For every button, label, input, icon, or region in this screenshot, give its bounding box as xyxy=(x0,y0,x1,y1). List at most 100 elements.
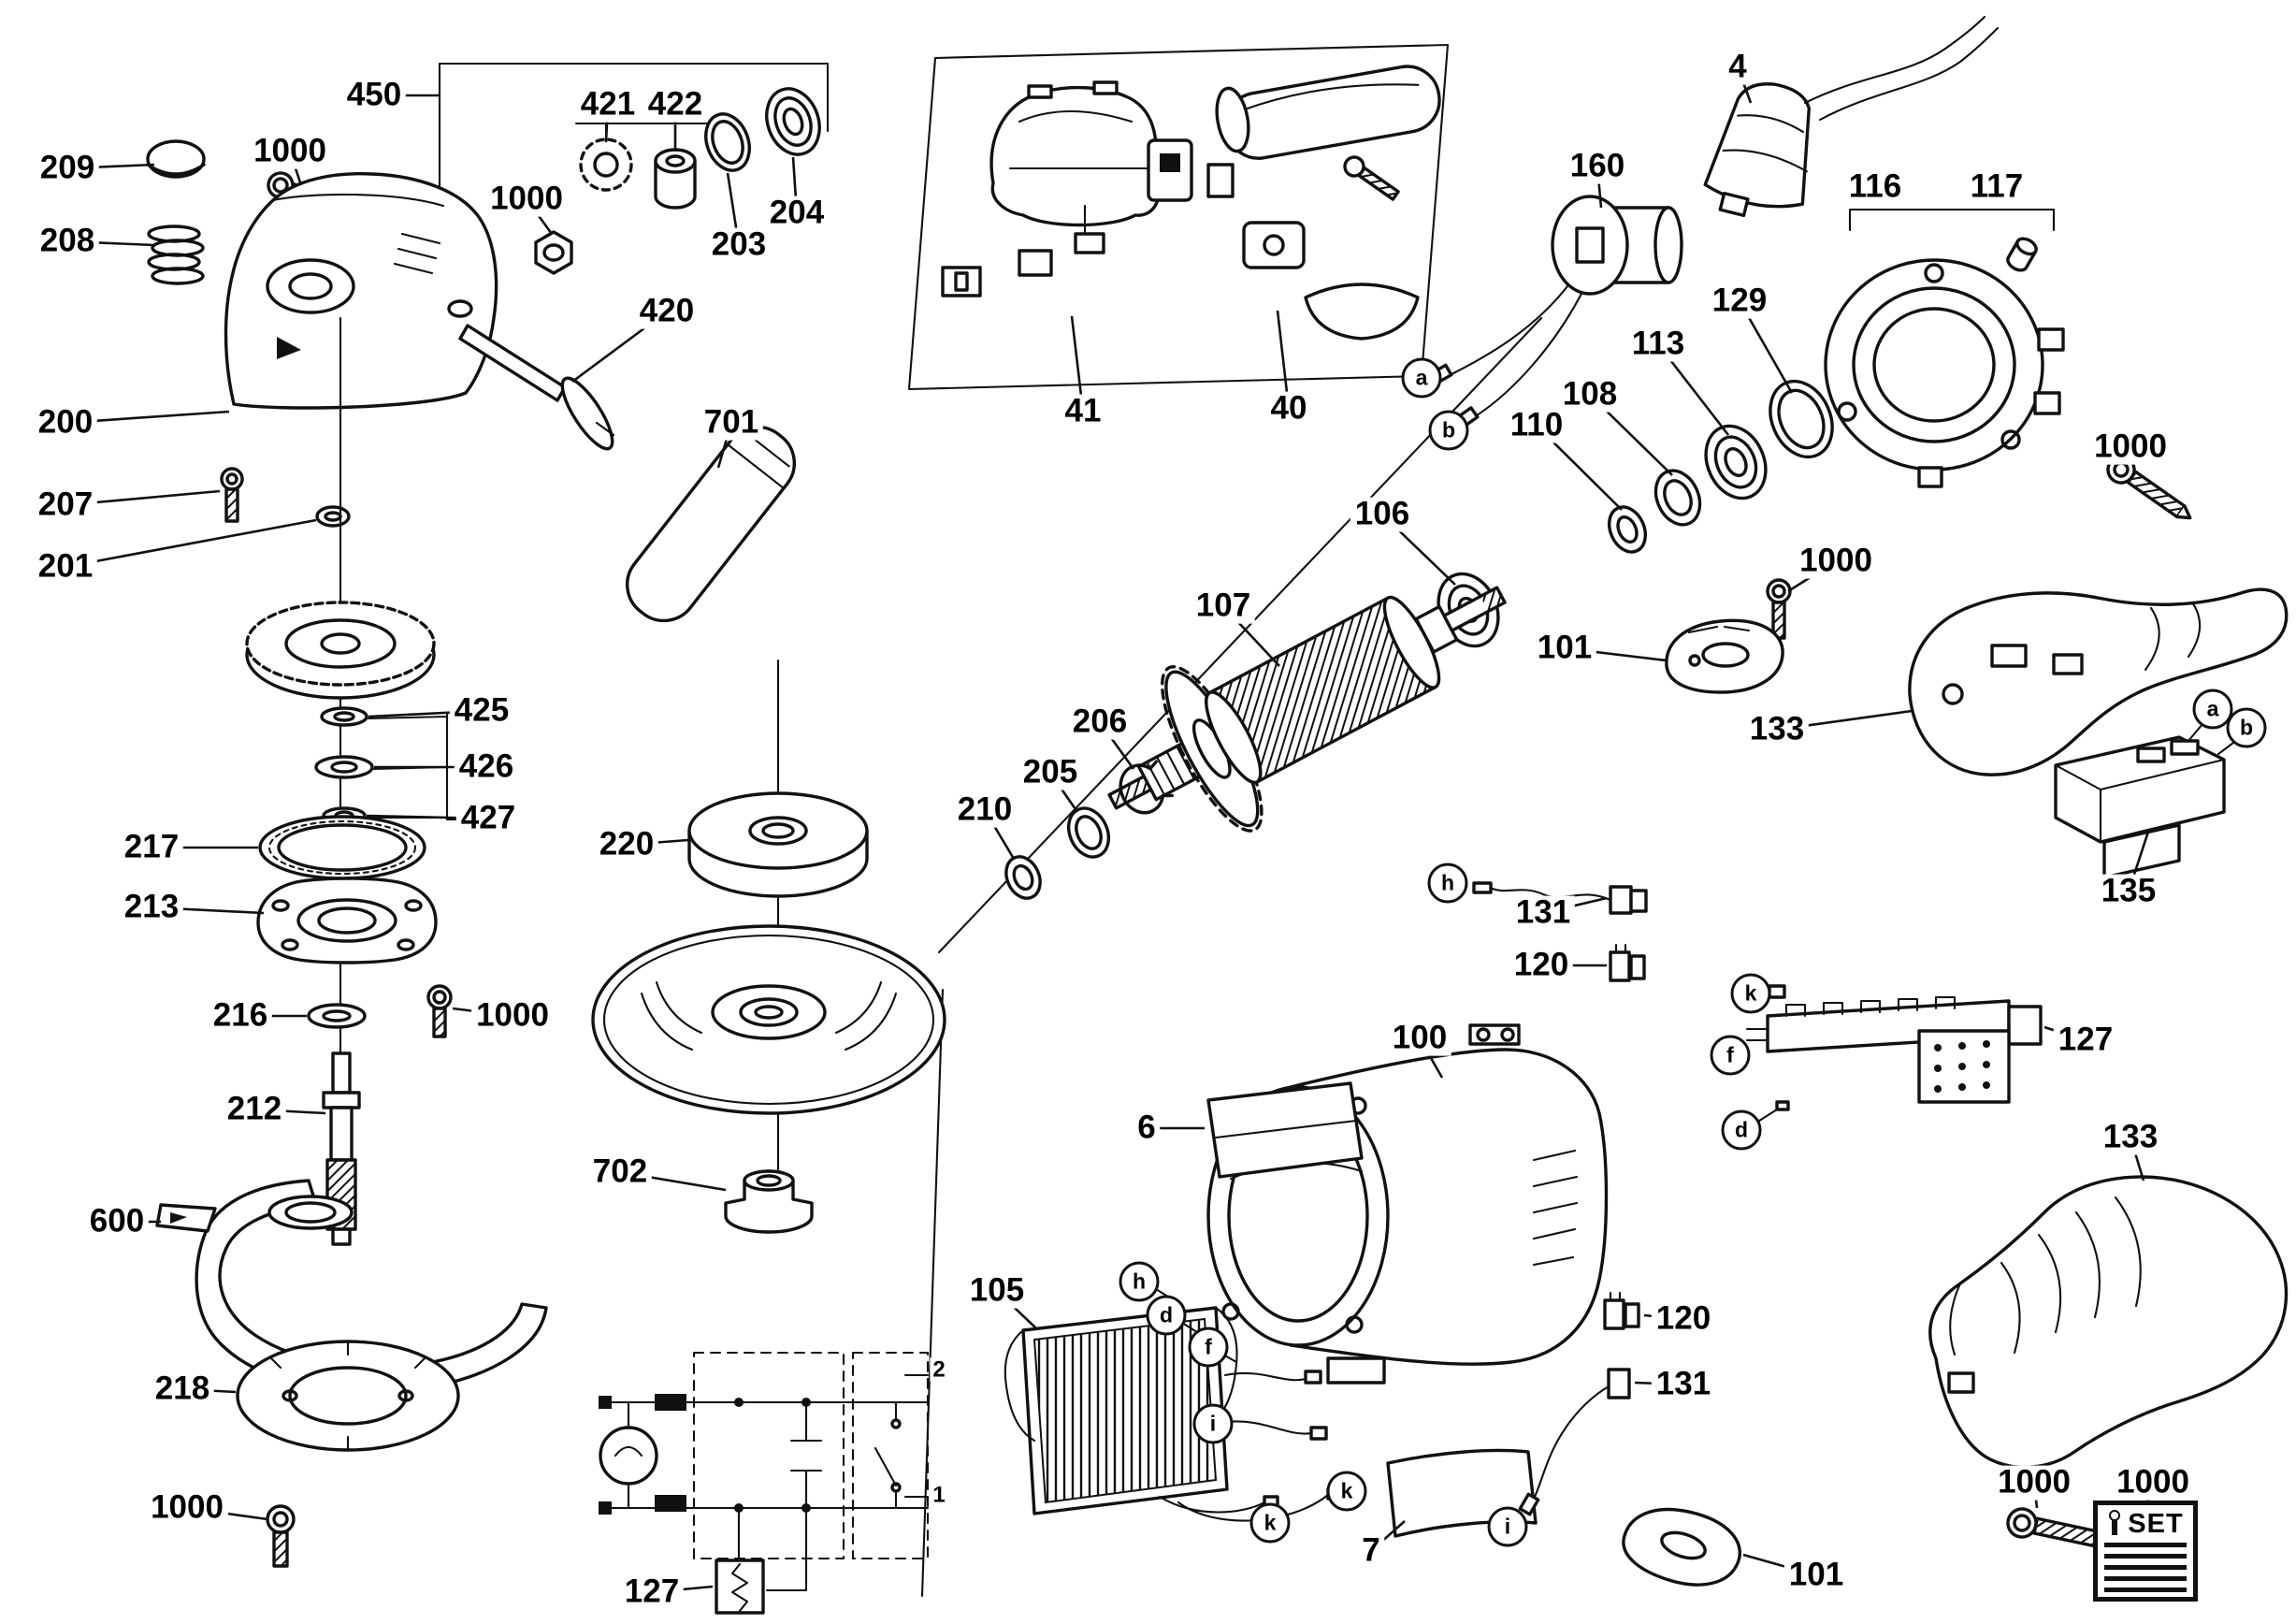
part-callout-120-47: 120 xyxy=(1509,948,1574,983)
part-callout-108-22: 108 xyxy=(1557,377,1623,413)
part-callout-702-43: 702 xyxy=(587,1154,653,1190)
part-callout-120-55: 120 xyxy=(1651,1301,1716,1337)
part-callout-421-7: 421 xyxy=(575,87,641,123)
part-callout-133-52: 133 xyxy=(2098,1120,2163,1155)
screw-icon xyxy=(2109,1510,2121,1535)
part-callout-205-31: 205 xyxy=(1018,755,1083,790)
wire-letter-h-8: h xyxy=(1119,1261,1160,1302)
switch-housing-41-art xyxy=(941,80,1165,297)
part-callout-160-17: 160 xyxy=(1565,149,1630,184)
screw-207-art xyxy=(220,467,244,523)
part-callout-212-41: 212 xyxy=(222,1092,287,1127)
hex-nut-1000-art xyxy=(534,230,573,275)
set-kit-box: SET xyxy=(2093,1501,2198,1602)
part-callout-116-18: 116 xyxy=(1843,169,1907,205)
handle-housing-133-top-art xyxy=(1908,587,2289,776)
set-box-label: SET xyxy=(2128,1508,2184,1539)
wire-131-bottom-art xyxy=(1518,1368,1631,1516)
part-callout-1-62: 1 xyxy=(930,1483,948,1507)
part-callout-1000-27: 1000 xyxy=(1795,544,1877,579)
part-callout-427-35: 427 xyxy=(455,801,521,836)
side-handle-701-art xyxy=(626,425,796,623)
brush-plate-101-bottom-art xyxy=(1622,1507,1741,1587)
part-callout-101-28: 101 xyxy=(1532,631,1597,666)
part-callout-106-24: 106 xyxy=(1350,497,1415,532)
wire-letter-f-6: f xyxy=(1710,1035,1751,1076)
part-callout-110-23: 110 xyxy=(1505,408,1568,443)
clamp-ring-217-art xyxy=(258,815,426,880)
part-callout-127-54: 127 xyxy=(619,1574,685,1610)
part-callout-117-19: 117 xyxy=(1965,169,2029,205)
part-callout-207-4: 207 xyxy=(33,487,98,523)
part-callout-216-39: 216 xyxy=(208,998,273,1034)
part-callout-210-32: 210 xyxy=(952,792,1018,828)
wire-letter-k-5: k xyxy=(1730,973,1771,1014)
connector-120-top-art xyxy=(1609,943,1646,982)
wire-letter-k-13: k xyxy=(1326,1471,1367,1512)
part-callout-1000-1: 1000 xyxy=(249,134,331,169)
part-callout-1000-59: 1000 xyxy=(1993,1465,2075,1501)
washer-425-art xyxy=(320,706,368,727)
switch-handle-40-art xyxy=(1147,65,1441,341)
wiring-schematic-art xyxy=(599,1351,930,1615)
wire-letter-i-11: i xyxy=(1192,1403,1234,1444)
lock-knob-421-art xyxy=(579,138,633,192)
part-callout-101-58: 101 xyxy=(1783,1558,1849,1593)
part-callout-218-44: 218 xyxy=(150,1371,215,1407)
part-callout-206-30: 206 xyxy=(1067,704,1133,740)
bearing-cover-116-art xyxy=(1824,258,2065,488)
backing-disc-art xyxy=(591,924,946,1115)
part-callout-204-11: 204 xyxy=(764,196,830,231)
part-callout-1000-60: 1000 xyxy=(2112,1465,2194,1501)
wire-letter-f-10: f xyxy=(1188,1327,1229,1368)
part-callout-133-29: 133 xyxy=(1744,712,1810,747)
part-callout-40-15: 40 xyxy=(1265,391,1312,427)
part-callout-131-56: 131 xyxy=(1651,1367,1716,1402)
part-callout-129-20: 129 xyxy=(1707,283,1772,319)
set-box-header: SET xyxy=(2107,1510,2183,1538)
wire-letter-b-3: b xyxy=(2226,707,2267,748)
part-callout-422-8: 422 xyxy=(643,87,708,123)
pin-117-art xyxy=(2006,237,2038,272)
part-callout-420-12: 420 xyxy=(634,294,700,329)
part-callout-1000-45: 1000 xyxy=(146,1490,228,1526)
part-callout-208-2: 208 xyxy=(35,224,100,259)
bearing-204-art xyxy=(765,87,821,156)
part-callout-100-50: 100 xyxy=(1387,1021,1452,1056)
part-callout-220-38: 220 xyxy=(594,827,659,863)
part-callout-135-48: 135 xyxy=(2096,874,2161,909)
part-callout-7-57: 7 xyxy=(1357,1533,1385,1569)
wire-letter-k-12: k xyxy=(1249,1502,1291,1544)
part-callout-6-51: 6 xyxy=(1133,1110,1161,1146)
part-callout-105-53: 105 xyxy=(964,1273,1030,1309)
part-callout-113-21: 113 xyxy=(1626,326,1690,362)
part-callout-217-36: 217 xyxy=(119,830,184,865)
wire-letter-a-2: a xyxy=(2192,689,2233,730)
wire-131-top-art xyxy=(1472,881,1648,915)
ring-108-art xyxy=(1653,469,1702,527)
part-callout-213-37: 213 xyxy=(119,890,184,925)
wire-letter-b-1: b xyxy=(1428,410,1469,451)
part-callout-41-14: 41 xyxy=(1060,394,1106,429)
power-cord-4-art xyxy=(1703,15,2000,218)
wire-letter-i-14: i xyxy=(1487,1506,1528,1547)
part-callout-450-6: 450 xyxy=(341,78,407,113)
part-callout-131-46: 131 xyxy=(1510,895,1576,931)
cord-bushing-160-art xyxy=(1429,195,1683,428)
clamp-nut-702-art xyxy=(724,1169,814,1234)
flange-213-art xyxy=(256,877,438,964)
spacer-220-art xyxy=(687,791,869,898)
ring-110-art xyxy=(1607,505,1648,554)
part-callout-1000-26: 1000 xyxy=(2089,429,2172,465)
adjust-plate-218-art xyxy=(236,1340,460,1452)
o-ring-129-art xyxy=(1769,379,1834,459)
carrier-127-right-art xyxy=(1745,984,2043,1124)
cap-209-art xyxy=(146,139,206,179)
washer-216-art xyxy=(307,1003,367,1029)
leader-line-201-5 xyxy=(65,518,317,569)
stator-105-art xyxy=(1004,1287,1343,1522)
part-callout-200-3: 200 xyxy=(33,405,98,441)
sleeve-422-art xyxy=(654,148,697,210)
part-callout-127-49: 127 xyxy=(2053,1022,2118,1058)
